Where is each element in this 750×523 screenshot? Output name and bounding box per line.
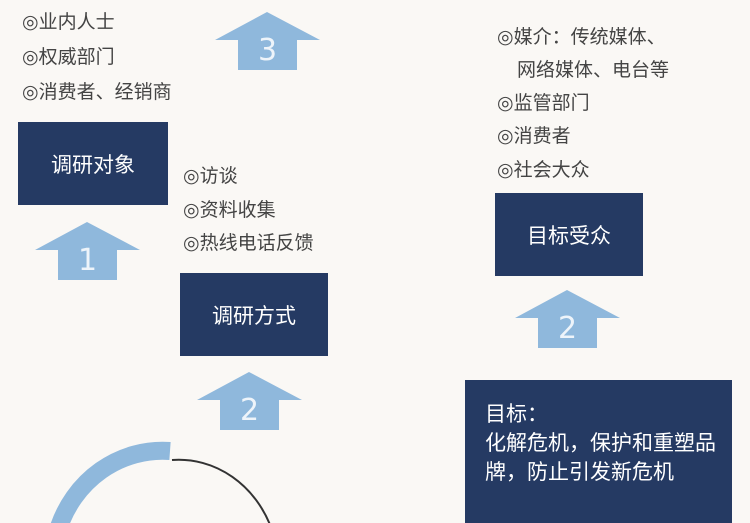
goal-title: 目标： bbox=[485, 402, 548, 426]
list-item: ◎消费者 bbox=[497, 125, 571, 147]
up-arrow-2: 2 bbox=[197, 372, 302, 430]
box-research-methods: 调研方式 bbox=[180, 273, 328, 356]
box-research-objects: 调研对象 bbox=[18, 122, 168, 205]
arrow-label: 3 bbox=[257, 33, 278, 68]
list-item: ◎业内人士 bbox=[22, 11, 115, 33]
list-item: ◎资料收集 bbox=[183, 199, 276, 221]
list-item: ◎媒介：传统媒体、 bbox=[497, 26, 666, 48]
arrow-label: 2 bbox=[239, 393, 260, 428]
up-arrow-2b: 2 bbox=[515, 290, 620, 348]
list-item: ◎消费者、经销商 bbox=[22, 81, 172, 103]
goal-box: 目标： 化解危机，保护和重塑品牌，防止引发新危机 bbox=[465, 380, 732, 523]
list-item: ◎权威部门 bbox=[22, 46, 115, 68]
up-arrow-1: 1 bbox=[35, 222, 140, 280]
list-item: ◎热线电话反馈 bbox=[183, 232, 314, 254]
list-item: ◎访谈 bbox=[183, 165, 238, 187]
arrow-label: 1 bbox=[77, 243, 98, 278]
list-item: ◎社会大众 bbox=[497, 159, 590, 181]
arrow-label: 2 bbox=[557, 311, 578, 346]
box-target-audience: 目标受众 bbox=[495, 193, 643, 276]
up-arrow-3: 3 bbox=[215, 12, 320, 70]
cycle-arc bbox=[50, 441, 271, 523]
list-item: ◎监管部门 bbox=[497, 92, 590, 114]
list-item: 网络媒体、电台等 bbox=[517, 59, 670, 81]
goal-text: 化解危机，保护和重塑品牌，防止引发新危机 bbox=[485, 431, 716, 484]
